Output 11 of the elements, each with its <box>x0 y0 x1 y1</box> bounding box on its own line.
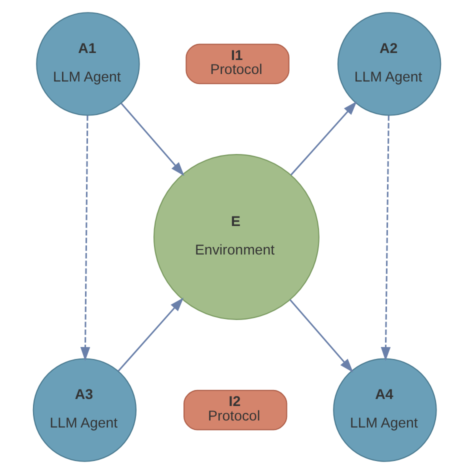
arrow <box>80 115 90 362</box>
arrow <box>118 298 184 372</box>
arrow <box>380 115 391 362</box>
node-box: I2 Protocol <box>184 390 288 430</box>
node-circle: A1 LLM Agent <box>36 12 140 116</box>
node-circle: A3 LLM Agent <box>32 358 137 462</box>
arrow <box>290 101 357 176</box>
node-box: I1 Protocol <box>186 44 290 84</box>
arrow <box>289 299 354 372</box>
node-circle: E Environment <box>153 154 320 320</box>
arrow <box>120 102 184 176</box>
